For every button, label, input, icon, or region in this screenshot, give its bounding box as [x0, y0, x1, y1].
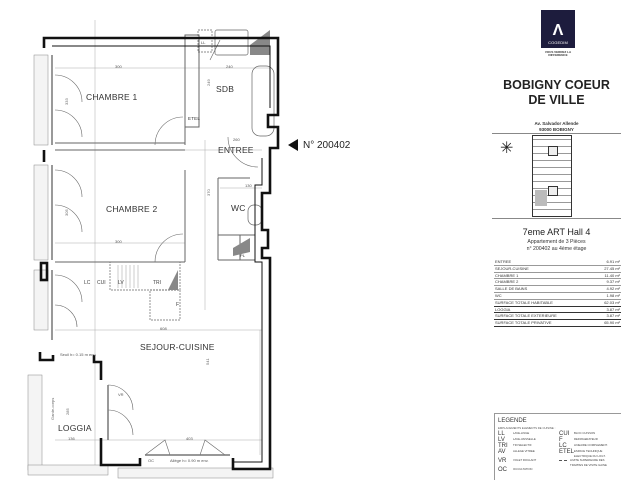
dim-window-width: 403 — [186, 436, 193, 441]
room-sejour-cuisine: SEJOUR-CUISINE — [140, 342, 215, 352]
legend: LEGENDE EMPLACEMENTS ELEMENTS DE CUISINE… — [494, 413, 621, 480]
room-loggia: LOGGIA — [58, 423, 92, 433]
logo-a-icon: Λ — [552, 22, 564, 39]
kitchen-code-f: F — [176, 302, 180, 308]
address-line-1: Av. Salvador Allende — [534, 121, 579, 126]
dim-loggia-width: 136 — [68, 436, 75, 441]
apartment-marker: N° 200402 — [288, 139, 350, 151]
legend-subtitle: EMPLACEMENTS ELEMENTS DE CUISINE : — [498, 426, 556, 430]
annotation-vr: VR — [118, 392, 124, 397]
info-panel: Λ COGEDIM VOUS VERREZ LA DIFFERENCE BOBI… — [492, 0, 621, 480]
apartment-highlight — [535, 190, 547, 206]
annotation-garde-corps: Garde-corps — [50, 397, 55, 420]
compass-icon: ✳ — [500, 140, 514, 157]
logo-tagline: VOUS VERREZ LA DIFFERENCE — [544, 50, 572, 58]
room-entree: ENTREE — [218, 145, 254, 155]
room-wc: WC — [231, 203, 246, 213]
legend-title: LEGENDE — [498, 418, 527, 424]
dim-sdb-height: 249 — [206, 79, 211, 86]
dim-sejour-height: 541 — [205, 358, 210, 365]
address-line-2: 93000 BOBIGNY — [539, 126, 574, 132]
dim-entree-width: 260 — [233, 137, 240, 142]
logo-name: COGEDIM — [548, 40, 568, 45]
room-chambre-2: CHAMBRE 2 — [106, 204, 158, 214]
room-chambre-1: CHAMBRE 1 — [86, 92, 138, 102]
kitchen-code-lc: LC — [84, 280, 91, 286]
kitchen-code-cui: CUI — [97, 280, 106, 286]
desc-line-2: n° 200402 au 4ème étage — [526, 245, 587, 252]
kitchen-code-tri: TRI — [153, 280, 162, 286]
floor-plan: CHAMBRE 1 SDB ETEL ENTREE CHAMBRE 2 WC P… — [27, 20, 350, 479]
building-footprint — [532, 135, 572, 217]
kitchen-code-lv: LV — [118, 280, 124, 286]
legend-item: LIMITE SUPERIEURE DES TRAPPES DE VISITE … — [559, 458, 618, 467]
dim-ch2-height: 305 — [64, 209, 69, 216]
annotation-allege: Allège h= 0.90 m env. — [170, 458, 209, 463]
floor-plan-drawing — [27, 20, 280, 479]
dim-sejour-width: 608 — [160, 326, 167, 331]
hall-label: 7eme ART Hall 4 — [522, 227, 591, 237]
address: Av. Salvador Allende 93000 BOBIGNY — [492, 121, 621, 132]
site-plan: ✳ — [492, 133, 621, 219]
dim-sdb-width: 240 — [226, 64, 233, 69]
room-etel: ETEL — [188, 116, 201, 121]
room-sdb: SDB — [216, 84, 235, 94]
annotation-seuil: Seuil h= 0.15 m env. — [60, 352, 97, 357]
apartment-number: N° 200402 — [303, 139, 351, 151]
desc-line-1: Appartement de 3 Pièces — [527, 239, 586, 245]
title-line-1: BOBIGNY COEUR — [503, 78, 610, 92]
annotation-oc: OC — [148, 458, 154, 463]
cogedim-logo: Λ COGEDIM — [541, 10, 575, 48]
room-pl: PL — [240, 253, 246, 258]
dim-ch2-width: 300 — [115, 239, 122, 244]
dim-ch1-height: 333 — [64, 98, 69, 105]
project-title: BOBIGNY COEUR DE VILLE — [492, 78, 621, 108]
dim-wc-width: 130 — [245, 183, 252, 188]
dim-entree-height: 370 — [206, 189, 211, 196]
title-line-2: DE VILLE — [528, 93, 585, 107]
fixture-ll: LL — [201, 40, 206, 45]
dim-ch1-width: 300 — [115, 64, 122, 69]
apartment-description: Appartement de 3 Pièces n° 200402 au 4èm… — [492, 239, 621, 252]
dim-loggia-height: 285 — [65, 408, 70, 415]
arrow-left-icon — [288, 139, 298, 151]
